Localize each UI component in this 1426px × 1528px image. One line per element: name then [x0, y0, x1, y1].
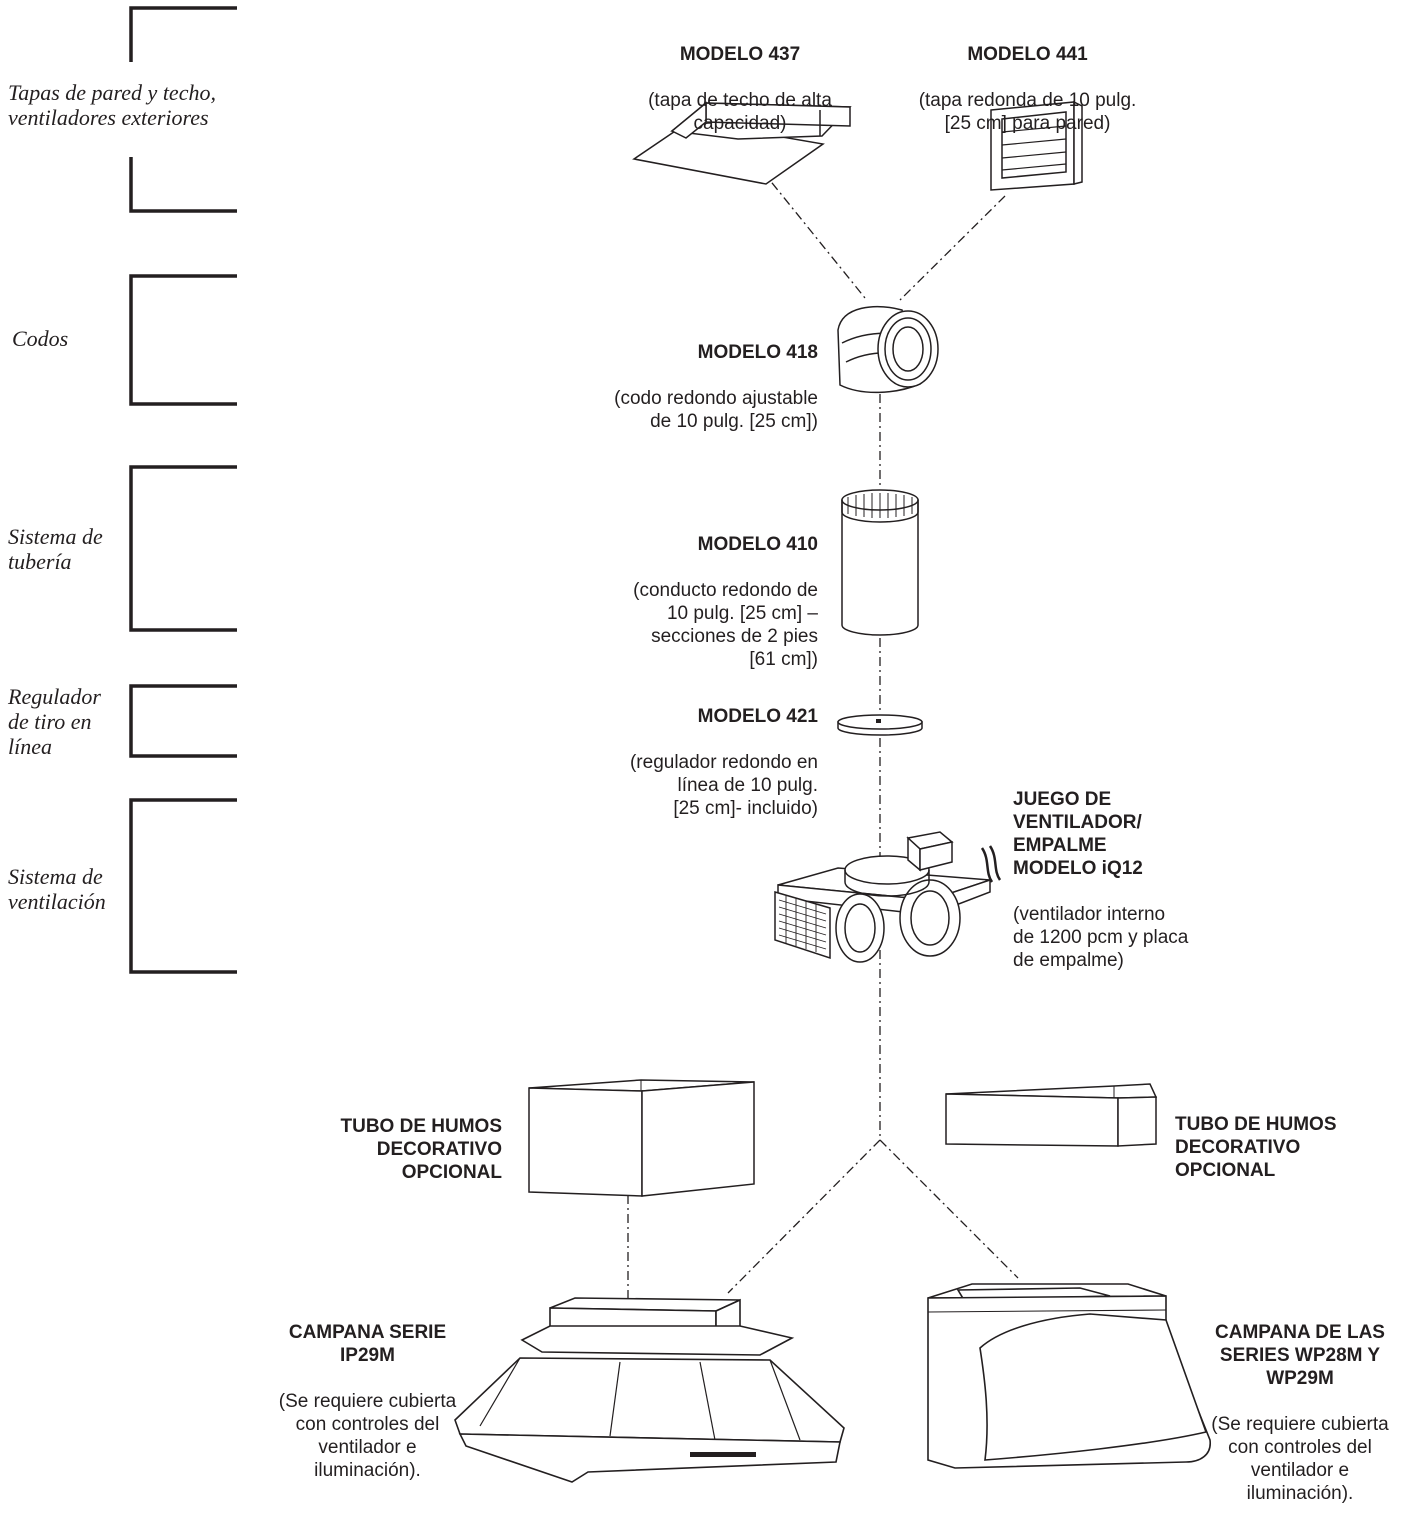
- label-model-421-desc: (regulador redondo en línea de 10 pulg. …: [629, 752, 818, 819]
- left-decorative-flue: [528, 1079, 755, 1197]
- label-wp28m-wp29m-desc: (Se requiere cubierta con controles del …: [1211, 1414, 1389, 1504]
- bracket-elbows: [129, 274, 237, 406]
- label-model-410-title: MODELO 410: [697, 534, 818, 555]
- label-model-441-desc: (tapa redonda de 10 pulg. [25 cm] para p…: [918, 90, 1137, 134]
- bracket-caps-bottom: [129, 157, 237, 213]
- label-model-441: MODELO 441 (tapa redonda de 10 pulg. [25…: [885, 20, 1170, 158]
- label-model-437: MODELO 437 (tapa de techo de alta capaci…: [610, 20, 870, 158]
- label-ip29m-desc: (Se requiere cubierta con controles del …: [278, 1391, 457, 1481]
- wp28m-wp29m-hood: [927, 1283, 1211, 1469]
- model-410-duct: [841, 489, 919, 636]
- label-model-iq12-title: JUEGO DE VENTILADOR/ EMPALME MODELO iQ12: [1013, 789, 1143, 879]
- exploded-diagram: [129, 6, 1211, 1483]
- connection-lines: [627, 167, 1019, 1308]
- model-iq12-fan-kit: [774, 831, 1002, 963]
- label-model-421-title: MODELO 421: [697, 706, 818, 727]
- label-model-418-title: MODELO 418: [697, 342, 818, 363]
- label-model-418: MODELO 418 (codo redondo ajustable de 10…: [560, 318, 818, 456]
- right-decorative-flue: [945, 1083, 1158, 1147]
- line-to-ip29m: [727, 1139, 881, 1294]
- category-ventilation: Sistema de ventilación: [8, 864, 106, 914]
- model-421-damper: [837, 714, 923, 736]
- label-flue-left-title: TUBO DE HUMOS DECORATIVO OPCIONAL: [340, 1116, 503, 1183]
- bracket-ventilation: [129, 798, 237, 974]
- label-model-437-desc: (tapa de techo de alta capacidad): [648, 90, 832, 134]
- model-441-wall-cap: [990, 100, 1083, 191]
- line-to-wp29m: [879, 1139, 1019, 1279]
- category-caps: Tapas de pared y techo, ventiladores ext…: [8, 80, 216, 130]
- ip29m-hood: [454, 1297, 845, 1483]
- model-437-roof-cap: [632, 101, 852, 185]
- label-wp28m-wp29m-title: CAMPANA DE LAS SERIES WP28M Y WP29M: [1215, 1322, 1385, 1389]
- label-model-iq12: JUEGO DE VENTILADOR/ EMPALME MODELO iQ12…: [1013, 765, 1233, 995]
- label-model-410: MODELO 410 (conducto redondo de 10 pulg.…: [590, 510, 818, 694]
- label-ip29m-title: CAMPANA SERIE IP29M: [288, 1322, 447, 1366]
- label-flue-right: TUBO DE HUMOS DECORATIVO OPCIONAL: [1175, 1090, 1395, 1205]
- label-model-418-desc: (codo redondo ajustable de 10 pulg. [25 …: [614, 388, 818, 432]
- bracket-caps-top: [129, 6, 237, 62]
- category-ducting: Sistema de tubería: [8, 524, 103, 574]
- label-model-437-title: MODELO 437: [679, 44, 801, 65]
- label-model-iq12-desc: (ventilador interno de 1200 pcm y placa …: [1013, 904, 1189, 971]
- label-model-421: MODELO 421 (regulador redondo en línea d…: [580, 682, 818, 843]
- label-wp28m-wp29m: CAMPANA DE LAS SERIES WP28M Y WP29M (Se …: [1180, 1298, 1420, 1528]
- category-brackets: [129, 6, 237, 974]
- model-418-elbow: [837, 305, 939, 394]
- label-model-410-desc: (conducto redondo de 10 pulg. [25 cm] – …: [633, 580, 818, 670]
- bracket-damper: [129, 684, 237, 758]
- label-flue-right-title: TUBO DE HUMOS DECORATIVO OPCIONAL: [1175, 1114, 1337, 1181]
- label-ip29m: CAMPANA SERIE IP29M (Se requiere cubiert…: [245, 1298, 490, 1505]
- label-model-441-title: MODELO 441: [967, 44, 1088, 65]
- bracket-ducting: [129, 465, 237, 632]
- category-elbows: Codos: [12, 326, 69, 351]
- line-441-to-elbow: [899, 195, 1006, 301]
- label-flue-left: TUBO DE HUMOS DECORATIVO OPCIONAL: [290, 1092, 503, 1207]
- line-437-to-elbow: [759, 167, 866, 299]
- category-damper: Regulador de tiro en línea: [8, 684, 101, 759]
